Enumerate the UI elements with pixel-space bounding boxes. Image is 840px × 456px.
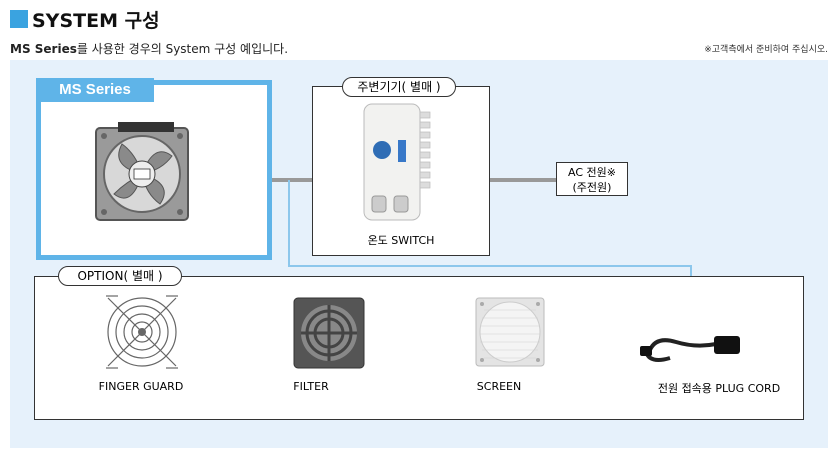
option-item-label: SCREEN (476, 380, 522, 393)
finger-guard-icon (106, 295, 178, 369)
filter-icon (293, 297, 365, 369)
ac-power-line2: (주전원) (572, 181, 612, 194)
option-item-label: 전원 접속용 PLUG CORD (657, 382, 781, 395)
screen-icon (475, 297, 545, 367)
subtitle-series: MS Series (10, 42, 77, 56)
ac-power-box: AC 전원※ (주전원) (556, 162, 628, 196)
connector-switch-ac (430, 178, 556, 182)
connector-fan-switch (190, 178, 354, 182)
option-item-label: FILTER (293, 380, 329, 393)
fan-icon (95, 122, 189, 221)
peripheral-label: 주변기기( 별매 ) (342, 77, 456, 97)
plug-cord-icon (640, 336, 740, 362)
subtitle-text: 를 사용한 경우의 System 구성 예입니다. (76, 42, 289, 56)
customer-note: ※고객측에서 준비하여 주십시오. (704, 45, 828, 55)
subtitle: MS Series를 사용한 경우의 System 구성 예입니다. (10, 40, 288, 57)
connector-cord-vertical-left (288, 180, 290, 266)
thermostat-icon (363, 103, 431, 221)
connector-cord-horizontal (288, 265, 692, 267)
temp-switch-label: 온도 SWITCH (367, 234, 435, 247)
option-item-label: FINGER GUARD (98, 380, 184, 393)
option-label: OPTION( 별매 ) (58, 266, 182, 286)
page-title: SYSTEM 구성 (32, 10, 160, 32)
ac-power-line1: AC 전원※ (568, 166, 616, 179)
title-square-icon (10, 10, 28, 28)
ms-series-tag: MS Series (36, 78, 154, 102)
